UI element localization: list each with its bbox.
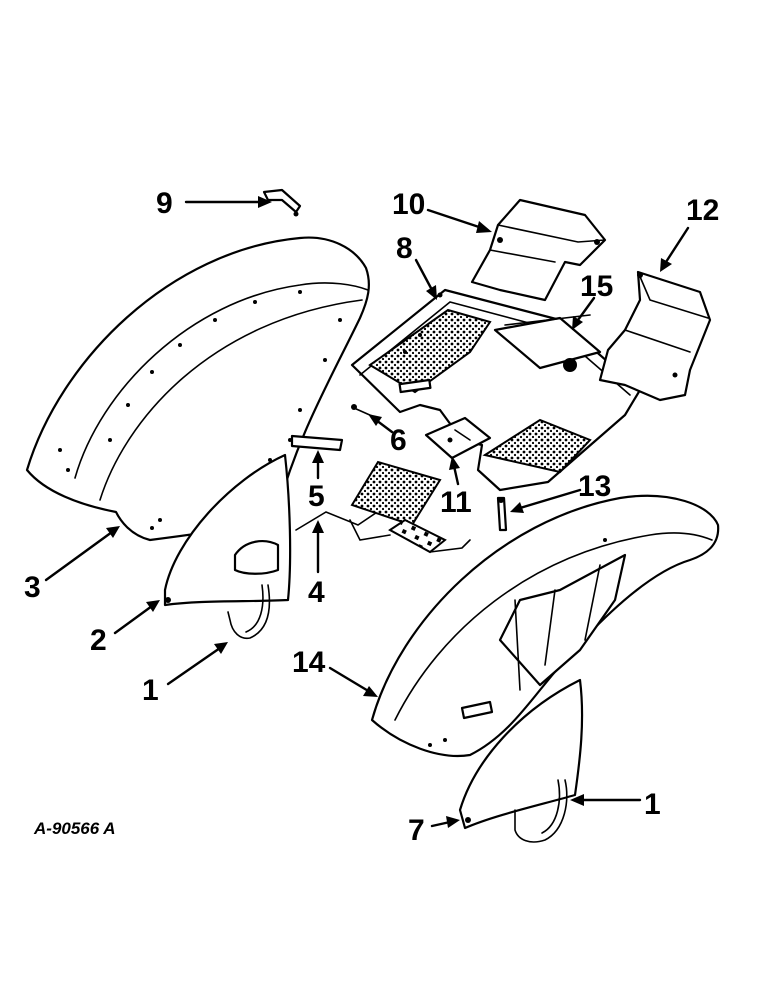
left-shield-part-2	[163, 453, 292, 607]
step-bracket-part-11	[424, 416, 492, 460]
callout-8: 8	[396, 232, 413, 265]
callout-10: 10	[392, 188, 425, 221]
step-assembly-part-4	[295, 460, 471, 554]
right-fender-part-14	[370, 494, 720, 757]
bracket-part-9	[262, 188, 302, 217]
pin-part-13	[496, 496, 508, 532]
seat-support-part-10	[470, 198, 607, 302]
u-bolt-part-1-left	[227, 584, 271, 640]
callout-3: 3	[24, 571, 41, 604]
callout-4: 4	[308, 576, 325, 609]
step-rod-part-5	[290, 434, 344, 452]
seat-support-part-12	[598, 270, 712, 402]
callout-13: 13	[578, 470, 611, 503]
callout-12: 12	[686, 194, 719, 227]
callout-5: 5	[308, 480, 325, 513]
center-panel-part-15	[504, 314, 591, 326]
callout-7: 7	[408, 814, 425, 847]
callout-6: 6	[390, 424, 407, 457]
callout-labels: 9 10 8 12 15 6 5 4 11 13 3 2 1 14 7 1	[24, 187, 719, 847]
callout-1a: 1	[142, 674, 159, 707]
fender-rivets	[58, 290, 342, 530]
callout-15: 15	[580, 270, 613, 303]
callout-2: 2	[90, 624, 107, 657]
figure-reference-code: A-90566 A	[33, 819, 116, 838]
callout-14: 14	[292, 646, 326, 679]
callout-1b: 1	[644, 788, 661, 821]
platform-part-8	[350, 288, 642, 492]
callout-11: 11	[440, 486, 472, 519]
callout-9: 9	[156, 187, 173, 220]
leader-lines	[44, 196, 690, 828]
u-bolt-part-1-right	[514, 779, 568, 843]
